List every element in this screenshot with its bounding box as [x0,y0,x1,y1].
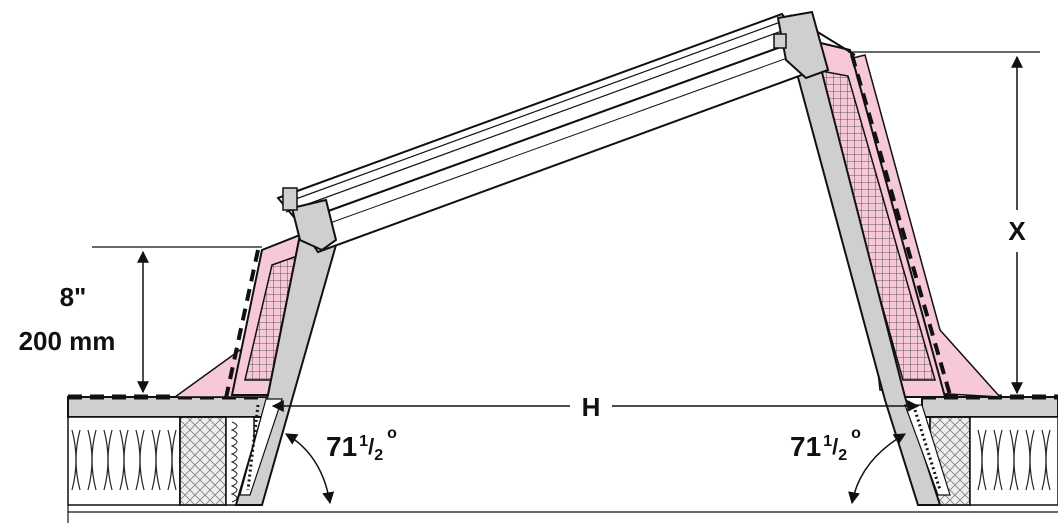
x-dimension [848,51,1040,395]
height-dimension [92,246,262,394]
glazing-panel [276,10,830,254]
h-dimension-label: H [582,392,601,422]
roof-structure-left [67,394,270,506]
angle-arc-left [284,433,335,505]
right-curb [789,14,1002,506]
height-metric-label: 200 mm [19,326,116,356]
x-dimension-label: X [1008,216,1026,246]
left-curb [172,233,338,506]
angle-arc-right [848,433,907,505]
height-imperial-label: 8" [60,282,87,312]
